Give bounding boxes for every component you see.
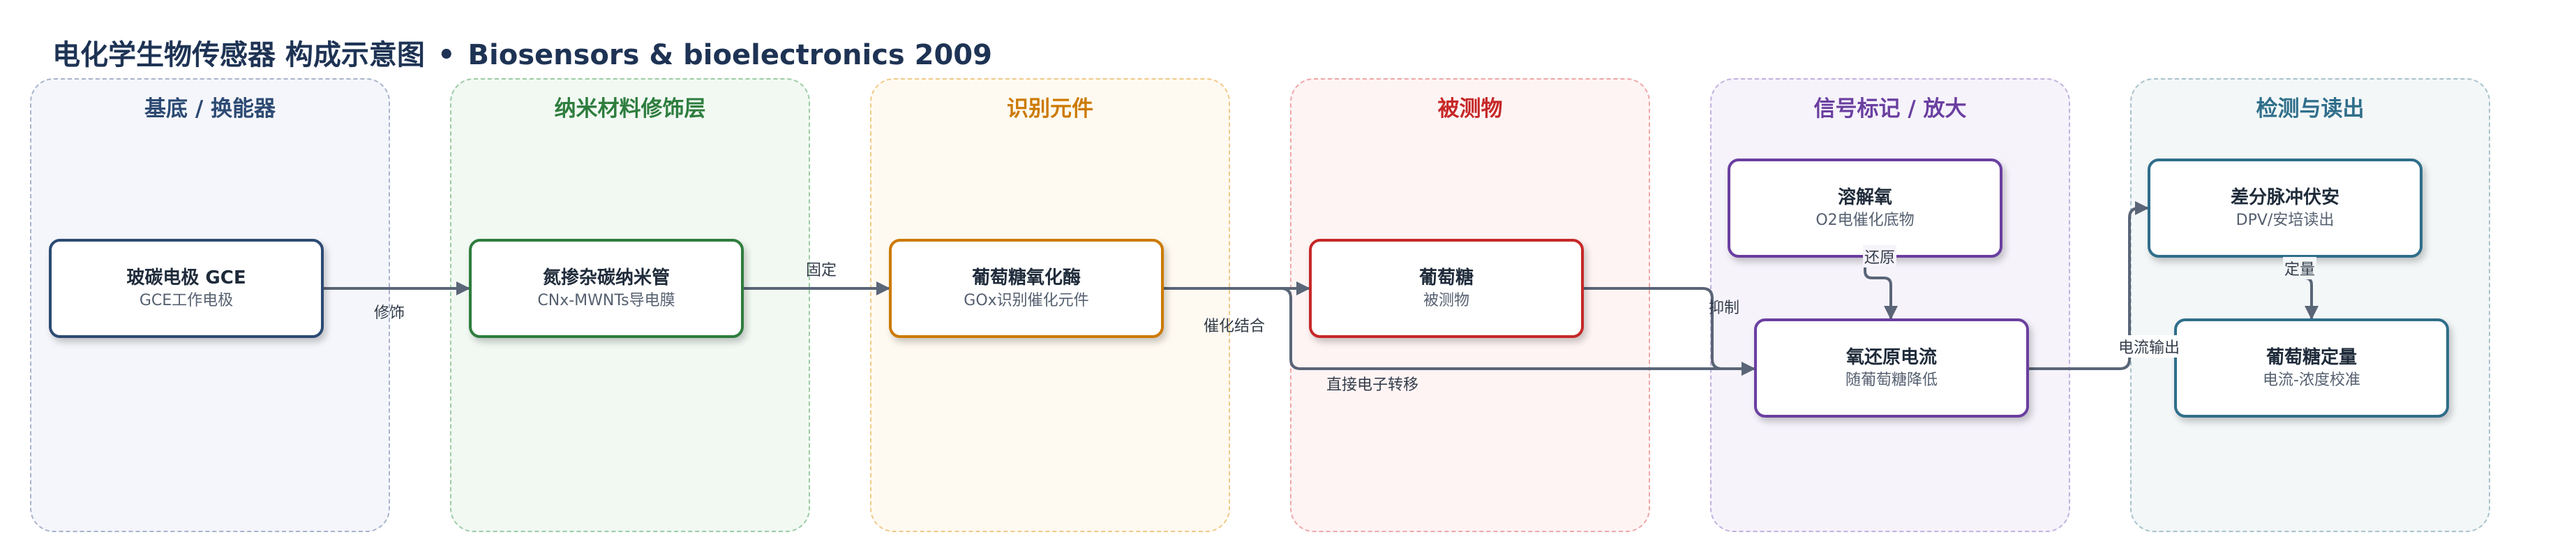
- lane-substrate: 基底 / 换能器: [30, 78, 390, 532]
- node-orc: 氧还原电流 随葡萄糖降低: [1754, 318, 2029, 418]
- edge-label-orc-dpv: 电流输出: [2117, 335, 2182, 358]
- lane-title-analyte: 被测物: [1437, 96, 1503, 122]
- node-o2-title: 溶解氧: [1837, 187, 1892, 208]
- node-cnt-subtitle: CNx-MWNTs导电膜: [537, 292, 675, 309]
- diagram-title: 电化学生物传感器 构成示意图 • Biosensors & bioelectroni…: [52, 32, 992, 73]
- edge-gox-orc: [1162, 287, 1755, 376]
- node-dpv-title: 差分脉冲伏安: [2230, 187, 2339, 208]
- node-cnt: 氮掺杂碳纳米管 CNx-MWNTs导电膜: [469, 239, 744, 338]
- edge-glucose-orc: [1582, 287, 1755, 376]
- node-quant: 葡萄糖定量 电流-浓度校准: [2174, 318, 2449, 418]
- node-gox-subtitle: GOx识别催化元件: [964, 292, 1089, 309]
- lane-title-nano: 纳米材料修饰层: [554, 96, 706, 122]
- node-cnt-title: 氮掺杂碳纳米管: [542, 267, 670, 288]
- node-dpv: 差分脉冲伏安 DPV/安培读出: [2148, 159, 2423, 258]
- node-gce: 玻碳电极 GCE GCE工作电极: [49, 239, 324, 338]
- edge-label-gox-orc: 直接电子转移: [1326, 376, 1419, 394]
- node-gox: 葡萄糖氧化酶 GOx识别催化元件: [889, 239, 1164, 338]
- node-glucose-subtitle: 被测物: [1423, 292, 1469, 309]
- edge-label-o2-orc: 还原: [1863, 245, 1897, 267]
- node-quant-title: 葡萄糖定量: [2266, 347, 2357, 368]
- node-quant-subtitle: 电流-浓度校准: [2263, 372, 2360, 389]
- node-gce-subtitle: GCE工作电极: [139, 292, 234, 309]
- lane-title-signal: 信号标记 / 放大: [1813, 96, 1967, 122]
- edge-label-gce-cnt: 修饰: [374, 304, 405, 322]
- node-glucose: 葡萄糖 被测物: [1309, 239, 1584, 338]
- node-o2: 溶解氧 O2电催化底物: [1728, 159, 2002, 258]
- node-gce-title: 玻碳电极 GCE: [126, 267, 246, 288]
- node-glucose-title: 葡萄糖: [1418, 267, 1474, 288]
- node-gox-title: 葡萄糖氧化酶: [971, 267, 1081, 288]
- lane-title-recognition: 识别元件: [1007, 96, 1093, 122]
- title-source: Biosensors & bioelectronics 2009: [467, 39, 992, 71]
- node-dpv-subtitle: DPV/安培读出: [2236, 212, 2335, 229]
- title-main: 电化学生物传感器 构成示意图: [52, 39, 425, 71]
- node-orc-subtitle: 随葡萄糖降低: [1845, 372, 1938, 389]
- lane-title-readout: 检测与读出: [2256, 96, 2365, 122]
- edge-label-cnt-gox: 固定: [806, 262, 837, 279]
- lane-title-substrate: 基底 / 换能器: [144, 96, 276, 122]
- node-o2-subtitle: O2电催化底物: [1815, 212, 1915, 229]
- edge-label-gox-glucose: 催化结合: [1204, 318, 1266, 335]
- edge-label-glucose-orc: 抑制: [1709, 300, 1740, 317]
- title-separator: •: [437, 39, 456, 71]
- edge-orc-dpv: [2028, 201, 2149, 370]
- edge-o2-orc: [1864, 258, 1898, 320]
- edge-label-dpv-quant: 定量: [2283, 257, 2317, 279]
- node-orc-title: 氧还原电流: [1845, 347, 1937, 368]
